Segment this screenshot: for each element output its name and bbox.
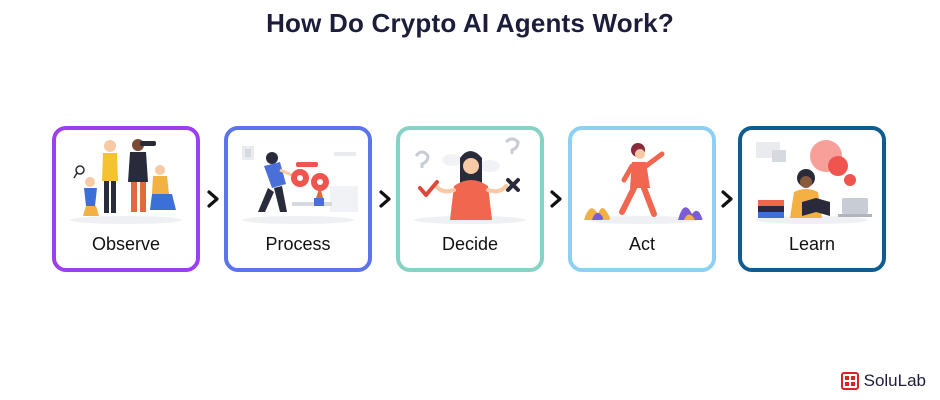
woman-choosing-yes-no-illustration bbox=[414, 137, 526, 224]
chevron-right-icon bbox=[550, 190, 562, 208]
step-card-learn: Learn bbox=[738, 126, 886, 272]
step-label-process: Process bbox=[265, 234, 331, 254]
page-title: How Do Crypto AI Agents Work? bbox=[266, 8, 674, 38]
step-label-act: Act bbox=[628, 234, 655, 254]
woman-walking-illustration bbox=[584, 143, 703, 224]
chevron-right-icon bbox=[721, 190, 733, 208]
step-card-decide: Decide bbox=[396, 126, 544, 272]
step-card-observe: Observe bbox=[52, 126, 200, 272]
chevron-right-icon bbox=[207, 190, 219, 208]
person-pushing-gears-illustration bbox=[242, 146, 358, 224]
step-card-act: Act bbox=[568, 126, 716, 272]
brand-watermark: SoluLab bbox=[840, 370, 926, 392]
process-flow: Observe Process bbox=[52, 126, 892, 278]
brand-name: SoluLab bbox=[863, 371, 926, 390]
step-card-process: Process bbox=[224, 126, 372, 272]
chevron-right-icon bbox=[379, 190, 391, 208]
solulab-logo-icon bbox=[840, 372, 859, 390]
step-label-decide: Decide bbox=[441, 234, 499, 254]
boy-reading-book-illustration bbox=[756, 140, 872, 224]
people-observing-binoculars-illustration bbox=[70, 139, 182, 224]
step-label-learn: Learn bbox=[788, 234, 836, 254]
step-label-observe: Observe bbox=[91, 234, 161, 254]
